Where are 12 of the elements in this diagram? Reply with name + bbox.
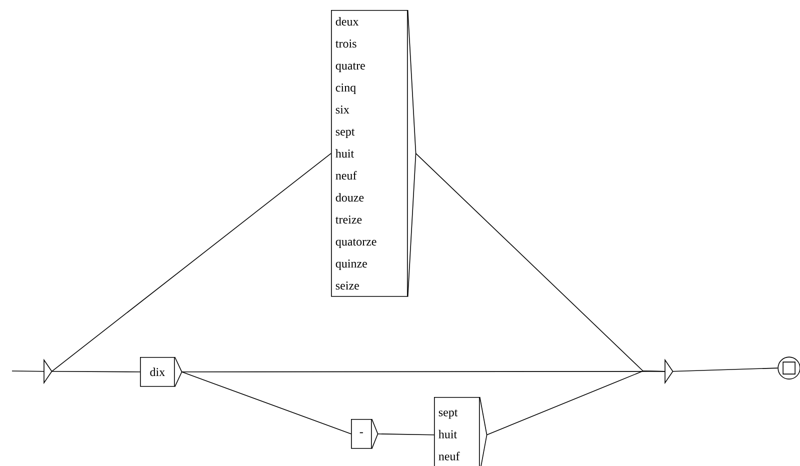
connector [377, 434, 434, 436]
connector [181, 372, 352, 434]
connector [51, 371, 140, 372]
final-state [778, 356, 800, 380]
word-box: - [351, 418, 378, 450]
word-box: dix [140, 356, 182, 388]
connector [51, 153, 332, 372]
connector [486, 370, 666, 436]
word-box: sept huit neuf [434, 396, 488, 466]
connector [12, 370, 44, 372]
connector [672, 368, 778, 372]
word-box: deux trois quatre cinq six sept huit neuf douze treize quatorze quinze seize [331, 10, 416, 298]
